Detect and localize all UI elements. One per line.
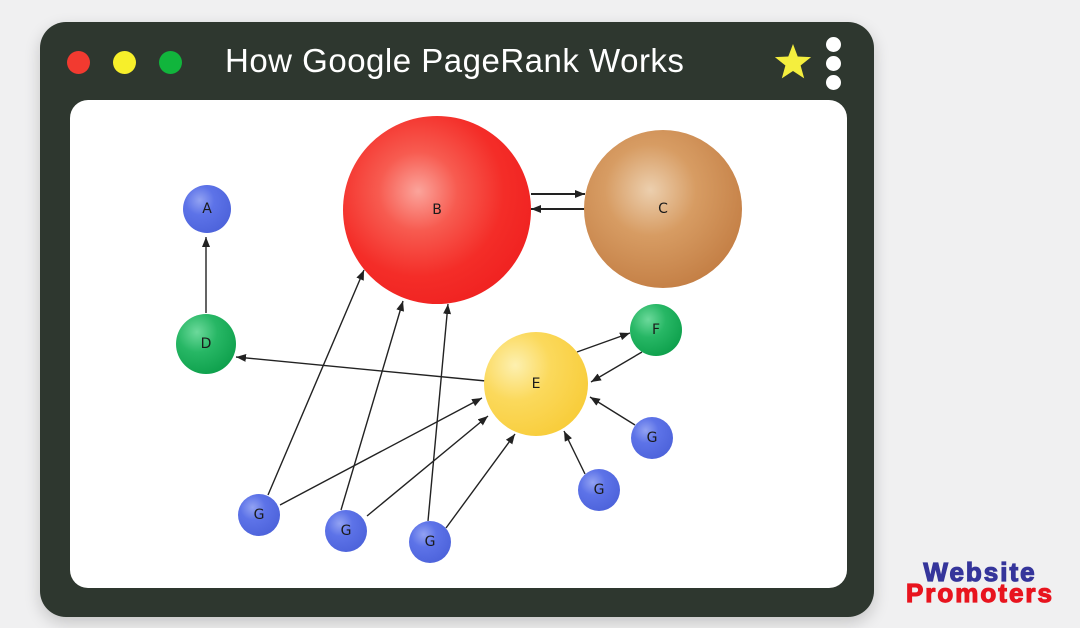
close-button[interactable] <box>67 51 90 74</box>
edge-G5-to-B <box>427 303 452 522</box>
page-title: How Google PageRank Works <box>225 42 685 79</box>
pagerank-diagram: A B C D E F G G G G G <box>176 116 742 563</box>
node-B <box>343 116 531 304</box>
node-D <box>176 314 236 374</box>
node-label-D: D <box>201 336 212 352</box>
node-label-G5: G <box>425 534 436 550</box>
node-label-A: A <box>202 201 212 217</box>
node-G1 <box>631 417 673 459</box>
menu-dot <box>825 55 841 71</box>
node-label-G1: G <box>647 430 658 446</box>
menu-dot <box>825 74 841 90</box>
edge-G4-to-B <box>340 300 404 511</box>
edge-E-to-D <box>235 353 487 382</box>
star-icon <box>774 44 812 79</box>
node-G4 <box>325 510 367 552</box>
node-label-B: B <box>432 202 442 218</box>
node-label-G3: G <box>254 507 265 523</box>
node-label-E: E <box>532 376 541 392</box>
node-label-C: C <box>658 201 668 217</box>
node-label-G4: G <box>341 523 352 539</box>
node-A <box>183 185 231 233</box>
browser-window: How Google PageRank Works <box>40 22 874 617</box>
menu-dot <box>825 36 841 52</box>
node-label-F: F <box>652 322 660 338</box>
website-promoters-logo: Website Promoters <box>880 557 1080 608</box>
logo-line2: Promoters <box>905 578 1055 608</box>
content-area: A B C D E F G G G G G <box>70 100 847 588</box>
edge-G3-to-B <box>267 269 365 496</box>
bookmark-star-button[interactable] <box>771 41 815 85</box>
edge-G3-to-E <box>279 397 483 506</box>
edge-G2-to-E <box>563 430 586 475</box>
node-F <box>630 304 682 356</box>
edge-F-to-E <box>590 351 643 383</box>
edge-E-to-F <box>576 332 631 353</box>
node-G3 <box>238 494 280 536</box>
node-E <box>484 332 588 436</box>
node-G5 <box>409 521 451 563</box>
titlebar: How Google PageRank Works <box>40 22 874 100</box>
node-G2 <box>578 469 620 511</box>
node-C <box>584 130 742 288</box>
kebab-menu-icon[interactable] <box>824 34 842 92</box>
edge-G4-to-E <box>366 415 489 517</box>
minimize-button[interactable] <box>113 51 136 74</box>
maximize-button[interactable] <box>159 51 182 74</box>
node-label-G2: G <box>594 482 605 498</box>
logo-line1: Website <box>923 557 1037 587</box>
edge-G5-to-E <box>445 433 516 529</box>
edge-G1-to-E <box>589 396 636 426</box>
